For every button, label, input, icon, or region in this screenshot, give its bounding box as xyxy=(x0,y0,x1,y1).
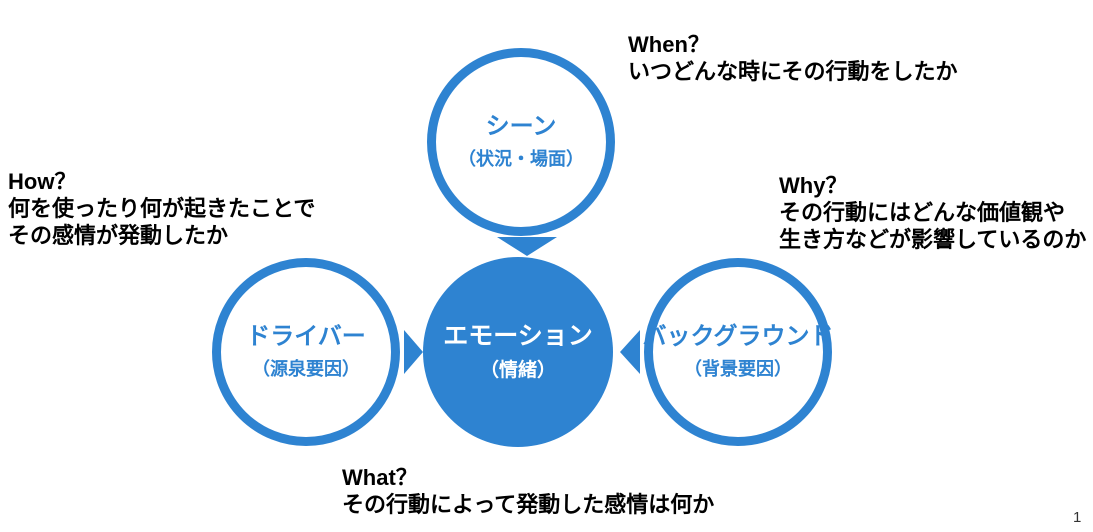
annotation-what-heading: What？ xyxy=(342,465,418,490)
annotation-how-heading: How？ xyxy=(8,169,77,194)
arrow-down-icon xyxy=(497,237,557,256)
driver-circle: ドライバー （源泉要因） xyxy=(212,258,400,446)
background-circle-subtitle: （背景要因） xyxy=(684,359,792,380)
annotation-when-line: いつどんな時にその行動をしたか xyxy=(628,59,958,84)
background-circle-title: バックグラウンド xyxy=(642,322,834,350)
annotation-how-line: その感情が発動したか xyxy=(8,223,229,248)
annotation-why-line: その行動にはどんな価値観や xyxy=(779,200,1066,225)
annotation-what-line: その行動によって発動した感情は何か xyxy=(342,492,715,517)
annotation-why-heading: Why？ xyxy=(779,173,848,198)
scene-circle-title: シーン xyxy=(485,112,557,140)
arrow-right-icon xyxy=(404,330,423,374)
emotion-circle: エモーション （情緒） xyxy=(423,257,613,447)
annotation-how: How？ 何を使ったり何が起きたことで その感情が発動したか xyxy=(8,168,315,249)
emotion-circle-title: エモーション xyxy=(443,321,593,350)
scene-circle-subtitle: （状況・場面） xyxy=(458,149,584,170)
annotation-when-heading: When？ xyxy=(628,32,710,57)
annotation-when: When？ いつどんな時にその行動をしたか xyxy=(628,31,958,85)
annotation-why: Why？ その行動にはどんな価値観や 生き方などが影響しているのか xyxy=(779,172,1086,253)
annotation-what: What？ その行動によって発動した感情は何か xyxy=(342,464,714,518)
annotation-why-line: 生き方などが影響しているのか xyxy=(779,227,1087,252)
driver-circle-title: ドライバー xyxy=(246,322,366,350)
scene-circle: シーン （状況・場面） xyxy=(427,48,615,236)
page-number: 1 xyxy=(1073,509,1082,526)
background-circle: バックグラウンド （背景要因） xyxy=(642,258,834,446)
emotion-circle-subtitle: （情緒） xyxy=(479,360,556,382)
arrow-left-icon xyxy=(620,330,640,374)
driver-circle-subtitle: （源泉要因） xyxy=(252,359,360,380)
annotation-how-line: 何を使ったり何が起きたことで xyxy=(8,196,316,221)
